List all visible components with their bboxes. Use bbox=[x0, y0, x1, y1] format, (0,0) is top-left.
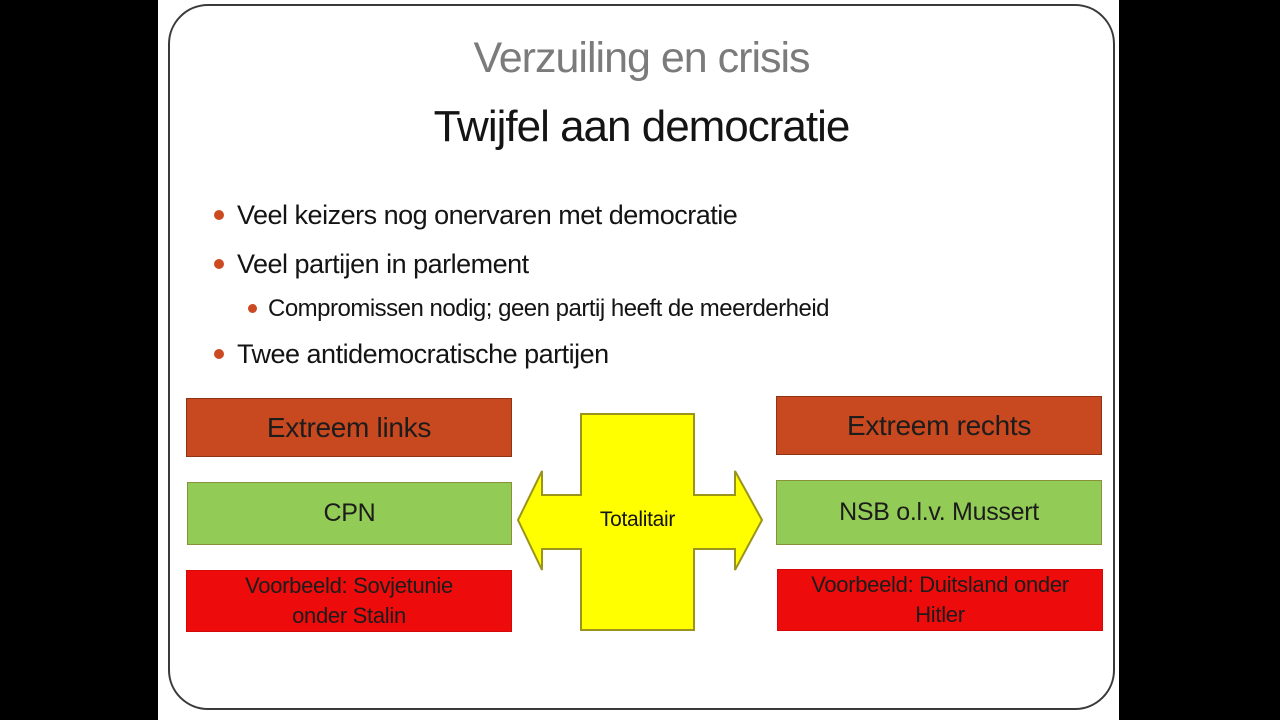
extreme-right-header-box: Extreem rechts bbox=[776, 396, 1102, 455]
right-example-box: Voorbeeld: Duitsland onder Hitler bbox=[777, 569, 1103, 631]
bullet-text: Veel keizers nog onervaren met democrati… bbox=[237, 200, 738, 230]
slide-subtitle: Twijfel aan democratie bbox=[433, 102, 851, 151]
bullet-subitem-1: Compromissen nodig; geen partij heeft de… bbox=[248, 292, 830, 325]
bullet-dot-icon bbox=[214, 349, 224, 359]
double-arrow-plus-shape bbox=[516, 413, 764, 631]
bullet-item-1: Veel keizers nog onervaren met democrati… bbox=[214, 197, 738, 233]
bullet-dot-icon bbox=[214, 210, 224, 220]
bullet-dot-icon bbox=[214, 259, 224, 269]
extreme-left-header-label: Extreem links bbox=[266, 411, 432, 443]
right-example-label: Voorbeeld: Duitsland onder Hitler bbox=[811, 572, 1069, 627]
bullet-dot-icon bbox=[248, 304, 257, 313]
left-party-label: CPN bbox=[323, 499, 376, 527]
right-party-box: NSB o.l.v. Mussert bbox=[776, 480, 1102, 545]
bullet-item-2: Veel partijen in parlement bbox=[214, 246, 529, 282]
left-party-box: CPN bbox=[187, 482, 512, 545]
slide-title: Verzuiling en crisis bbox=[473, 34, 810, 82]
left-example-box: Voorbeeld: Sovjetunie onder Stalin bbox=[186, 570, 512, 632]
left-right-arrow-icon bbox=[516, 413, 764, 631]
right-party-label: NSB o.l.v. Mussert bbox=[839, 498, 1039, 526]
extreme-right-header-label: Extreem rechts bbox=[846, 409, 1032, 441]
left-example-label: Voorbeeld: Sovjetunie onder Stalin bbox=[245, 573, 453, 628]
bullet-text: Veel partijen in parlement bbox=[237, 249, 529, 279]
bullet-text: Compromissen nodig; geen partij heeft de… bbox=[268, 295, 830, 322]
totalitair-label: Totalitair bbox=[599, 508, 676, 531]
bullet-text: Twee antidemocratische partijen bbox=[237, 339, 609, 369]
extreme-left-header-box: Extreem links bbox=[186, 398, 512, 457]
bullet-item-3: Twee antidemocratische partijen bbox=[214, 336, 609, 372]
